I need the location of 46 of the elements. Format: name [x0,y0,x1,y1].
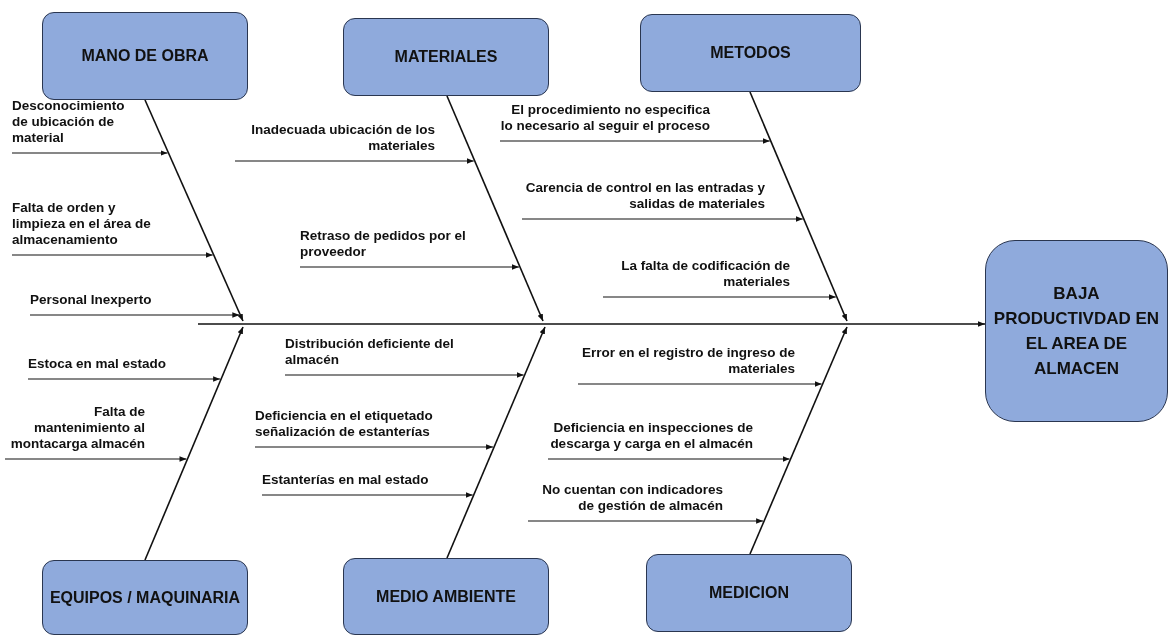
cause-arrow [602,294,837,300]
category-box: EQUIPOS / MAQUINARIA [42,560,248,635]
cause-label: Estanterías en mal estado [262,472,442,495]
cause-arrow [234,158,475,164]
bone-arrow [144,326,244,561]
cause-arrow [11,150,169,156]
cause-label: El procedimiento no especifica lo necesario al seguir el proceso [500,102,710,141]
category-box: MEDICION [646,554,852,632]
bone-arrow [749,91,848,322]
cause-label: Inadecuada ubicación de los materiales [235,122,435,161]
effect-box: BAJA PRODUCTIVDAD EN EL AREA DE ALMACEN [985,240,1168,422]
bone-arrow [446,326,546,559]
cause-arrow [284,372,525,378]
cause-arrow [29,312,240,318]
cause-label: Deficiencia en el etiquetado señalización de estanterías [255,408,480,447]
cause-arrow [27,376,221,382]
cause-label: Distribución deficiente del almacén [285,336,485,375]
cause-arrow [547,456,791,462]
bone-arrow [446,95,544,322]
category-box: METODOS [640,14,861,92]
cause-label: Deficiencia en inspecciones de descarga y carga en el almacén [548,420,753,459]
cause-arrow [4,456,188,462]
cause-label: Retraso de pedidos por el proveedor [300,228,485,267]
cause-arrow [261,492,474,498]
cause-label: Falta de orden y limpieza en el área de almacenamiento [12,200,167,255]
cause-arrow [299,264,520,270]
category-box: MATERIALES [343,18,549,96]
cause-label: No cuentan con indicadores de gestión de almacén [528,482,723,521]
cause-arrow [499,138,771,144]
category-box: MEDIO AMBIENTE [343,558,549,635]
cause-label: La falta de codificación de materiales [603,258,790,297]
cause-label: Error en el registro de ingreso de materiales [578,345,795,384]
cause-arrow [527,518,764,524]
spine-arrow [197,321,986,327]
category-box: MANO DE OBRA [42,12,248,100]
bone-arrow [749,326,848,555]
cause-arrow [11,252,214,258]
bone-arrow [144,99,244,322]
cause-label: Desconocimiento de ubicación de material [12,98,142,153]
cause-label: Estoca en mal estado [28,356,203,379]
cause-label: Falta de mantenimiento al montacarga almacén [5,404,145,459]
cause-arrow [521,216,804,222]
cause-label: Carencia de control en las entradas y salidas de materiales [522,180,765,219]
cause-label: Personal Inexperto [30,292,200,315]
cause-arrow [254,444,494,450]
cause-arrow [577,381,823,387]
